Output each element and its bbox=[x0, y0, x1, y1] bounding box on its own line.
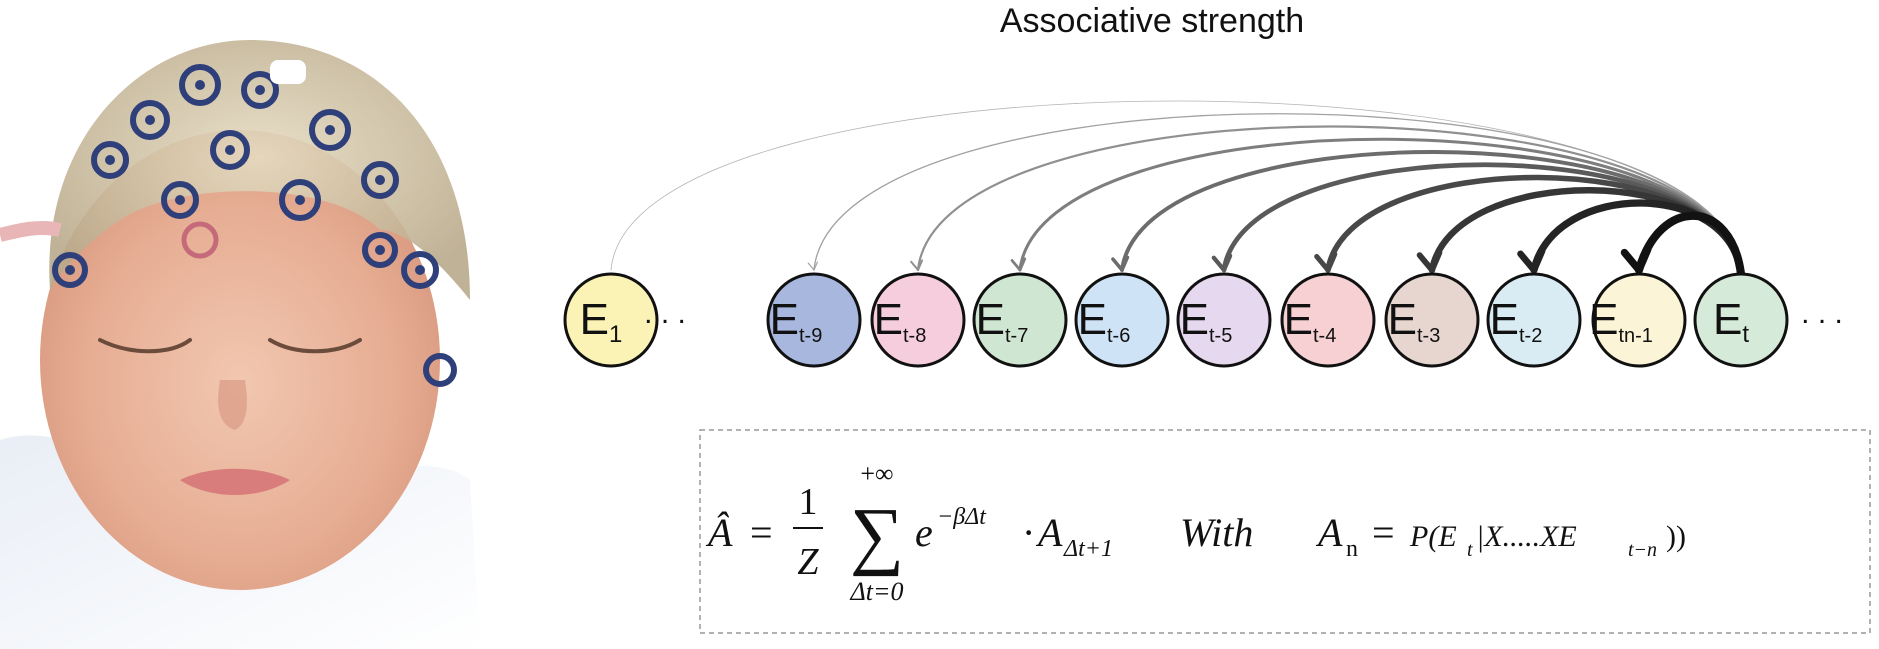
event-node: Et-7 bbox=[972, 272, 1068, 368]
event-node-label: Et-9 bbox=[770, 295, 823, 347]
arrow-head bbox=[1111, 255, 1130, 272]
event-node-circle bbox=[1074, 272, 1170, 368]
arrow-head bbox=[910, 259, 924, 271]
event-node-label: Et-4 bbox=[1284, 295, 1337, 347]
event-node: Et-8 bbox=[870, 272, 966, 368]
event-node-label: Et-6 bbox=[1078, 295, 1131, 347]
arrow-head bbox=[807, 261, 819, 271]
arrow-head bbox=[1620, 245, 1652, 274]
prob-sub-t: t bbox=[1467, 539, 1473, 561]
a-term-sub: Δt+1 bbox=[1063, 536, 1113, 562]
formula: Â = 1 Z +∞ ∑ Δt=0 e −βΔt · A Δt+1 With A… bbox=[705, 459, 1686, 606]
event-node: Et bbox=[1693, 272, 1789, 368]
formula-box bbox=[699, 429, 1871, 634]
prob-close: )) bbox=[1666, 520, 1686, 553]
event-node-label: Etn-1 bbox=[1589, 295, 1653, 347]
event-node: Et-4 bbox=[1280, 272, 1376, 368]
event-node: E1 bbox=[563, 272, 659, 368]
event-node-label: Et-3 bbox=[1388, 295, 1441, 347]
ellipsis-left: . . . bbox=[644, 297, 686, 330]
event-node: Et-6 bbox=[1074, 272, 1170, 368]
event-node-circle bbox=[1591, 272, 1687, 368]
event-node: Et-2 bbox=[1486, 272, 1582, 368]
formula-equals-2: = bbox=[1372, 510, 1395, 555]
arrow-head bbox=[1517, 247, 1546, 274]
event-node: Et-9 bbox=[766, 272, 862, 368]
event-node-label: Et-8 bbox=[874, 295, 927, 347]
event-node-circle bbox=[1384, 272, 1480, 368]
infant-eeg-photo bbox=[0, 40, 480, 649]
association-arrows bbox=[610, 100, 1746, 279]
association-arrow bbox=[813, 113, 1742, 275]
arrow-head bbox=[1416, 249, 1443, 273]
prob-open: P(E bbox=[1409, 520, 1457, 553]
event-node: Et-3 bbox=[1384, 272, 1480, 368]
association-arrow bbox=[1634, 211, 1746, 279]
event-node-label: Et-7 bbox=[976, 295, 1029, 347]
an-term-sub: n bbox=[1346, 536, 1358, 562]
formula-equals: = bbox=[750, 510, 773, 555]
event-node-circle bbox=[1176, 272, 1272, 368]
event-node-circle bbox=[1486, 272, 1582, 368]
association-arrow bbox=[916, 125, 1743, 276]
event-node-circle bbox=[1280, 272, 1376, 368]
event-node-circle bbox=[563, 272, 659, 368]
sum-lower-limit: Δt=0 bbox=[849, 577, 903, 606]
prob-sub-tn: t−n bbox=[1628, 539, 1657, 561]
exp-power: −βΔt bbox=[937, 504, 987, 530]
an-term: A bbox=[1315, 510, 1343, 555]
exp-base: e bbox=[915, 510, 933, 555]
arrow-head bbox=[1211, 253, 1233, 273]
association-arrow bbox=[610, 100, 1742, 275]
event-node-label: E1 bbox=[580, 295, 623, 348]
event-node-circle bbox=[870, 272, 966, 368]
prob-middle: |X.....XE bbox=[1476, 520, 1577, 553]
event-node-label: Et-5 bbox=[1180, 295, 1233, 347]
formula-lhs: Â bbox=[705, 510, 733, 555]
sum-symbol: ∑ bbox=[850, 493, 904, 577]
with-word: With bbox=[1180, 510, 1253, 555]
arrow-head bbox=[1314, 251, 1338, 273]
event-node-circle bbox=[1693, 272, 1789, 368]
fraction-numerator: 1 bbox=[799, 481, 818, 523]
ellipsis-right: . . . bbox=[1801, 297, 1843, 330]
event-node: Etn-1 bbox=[1589, 272, 1687, 368]
event-node-circle bbox=[766, 272, 862, 368]
event-node-label: Et-2 bbox=[1490, 295, 1543, 347]
multiply-dot: · bbox=[1022, 510, 1035, 555]
fraction-denominator: Z bbox=[797, 541, 819, 583]
event-node-circle bbox=[972, 272, 1068, 368]
a-term: A bbox=[1035, 510, 1063, 555]
event-node-label: Et bbox=[1713, 295, 1749, 348]
arrow-head bbox=[1010, 257, 1027, 272]
event-node: Et-5 bbox=[1176, 272, 1272, 368]
event-sequence: E1 Et-9 Et-8 Et-7 Et-6 Et-5 Et-4 Et-3 Et-2 Etn-1 E… bbox=[563, 272, 1789, 368]
sum-upper-limit: +∞ bbox=[860, 459, 893, 488]
diagram-title: Associative strength bbox=[1000, 2, 1304, 40]
